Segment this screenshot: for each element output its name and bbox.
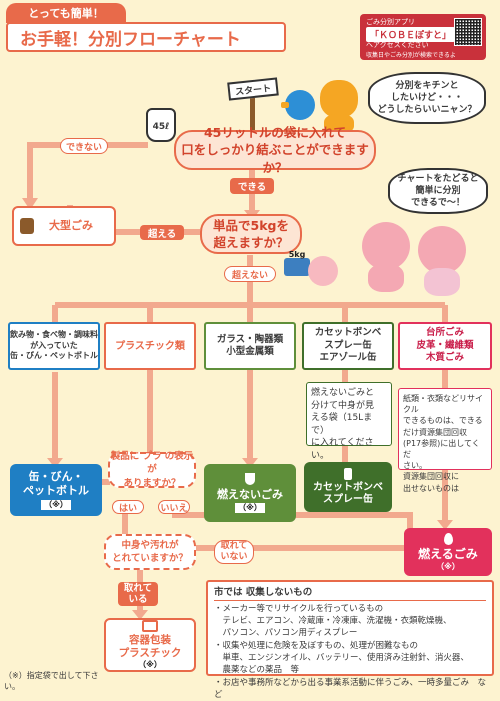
- label-exceeds: 超える: [140, 225, 184, 240]
- cat-mascot-body-icon: [324, 114, 354, 134]
- pig-mascot-left-icon: [362, 222, 410, 270]
- start-sign: スタート: [227, 77, 279, 101]
- note-recycle-paper: 紙類・衣類などリサイクル できるものは、できる だけ資源集団回収 (P17参照)…: [398, 388, 492, 493]
- lifting-mascot-icon: [308, 256, 338, 286]
- signpost-pole: [250, 88, 255, 134]
- label-no: いいえ: [158, 500, 190, 514]
- phone-icon: [20, 218, 34, 234]
- info-line: 単車、エンジンオイル、バッテリー、使用済み注射針、消火器、: [214, 653, 469, 664]
- label-removed: 取れて いる: [118, 582, 158, 606]
- pig-speech-bubble: チャートをたどると 簡単に分別 できるで〜！: [388, 168, 488, 214]
- destination-plastic-packaging-label: 容器包装 プラスチック: [118, 633, 182, 659]
- arrowhead-burn: [437, 520, 453, 530]
- destination-large-trash-label: 大型ごみ: [49, 219, 93, 233]
- arrowhead-plastic: [132, 610, 148, 620]
- arrowhead-cans: [47, 458, 63, 468]
- pig-mascot-left-body-icon: [368, 264, 404, 292]
- header-tag: とっても簡単！: [6, 3, 126, 23]
- connector-cannot: [27, 142, 148, 200]
- destination-burnable-label: 燃えるごみ: [418, 546, 478, 561]
- flame-icon: [443, 532, 453, 545]
- question-residue-removed: 中身や汚れが とれていますか？: [104, 534, 196, 570]
- spray-can-icon: [344, 467, 352, 480]
- note-spray-can-bag: 燃えないごみと 分けて中身が見 える袋（15Lまで） に入れてください。: [306, 382, 392, 461]
- destination-spray-cans: カセットボンベ スプレー缶: [304, 462, 392, 512]
- bird-mascot-beak-icon: [281, 102, 289, 108]
- destination-non-burnable-label: 燃えないごみ: [217, 487, 283, 501]
- info-line: テレビ、エアコン、冷蔵庫・冷凍庫、洗濯機・衣類乾燥機、: [214, 616, 452, 627]
- app-promo[interactable]: ごみ分別アプリ 「ＫＯＢＥぽすと」 へアクセスください 収集日やごみ分別が検索で…: [360, 14, 486, 60]
- not-collected-info: 市では 収集しないもの ・メーカー等でリサイクルを行っているもの テレビ、エアコ…: [206, 580, 494, 700]
- app-promo-line4: 収集日やごみ分別が検索できるよ: [366, 52, 456, 59]
- not-collected-title: 市では 収集しないもの: [214, 586, 486, 601]
- weight-icon: [284, 258, 310, 276]
- destination-burnable-mark: （※）: [436, 561, 460, 571]
- start-signpost: スタート: [227, 74, 279, 134]
- destination-cans-bottles-label: 缶・びん・ ペットボトル: [23, 470, 89, 497]
- cat-speech-bubble: 分別をキチンと したいけど・・・ どうしたらいいニャン？: [368, 72, 486, 124]
- category-spray-cans: カセットボンベ スプレー缶 エアゾール缶: [302, 322, 394, 370]
- destination-cans-bottles: 缶・びん・ ペットボトル （※）: [10, 464, 102, 516]
- bag-label: 45ℓ: [152, 122, 170, 132]
- info-line: 農薬などの薬品 等: [214, 665, 300, 676]
- label-yes: はい: [112, 500, 144, 514]
- destination-non-burnable: 燃えないごみ （※）: [204, 464, 296, 522]
- wine-glass-icon: [245, 472, 255, 485]
- pla-mark-icon: [142, 620, 158, 632]
- category-plastics: プラスチック類: [104, 322, 196, 370]
- question-fits-45l-bag: 45リットルの袋に入れて 口をしっかり結ぶことができますか？: [174, 125, 376, 175]
- category-glass-metal: ガラス・陶器類 小型金属類: [204, 322, 296, 370]
- arrowhead-large: [22, 198, 38, 210]
- info-line: ・お店や事務所などから出る事業系活動に伴うごみ、一時多量ごみ など: [214, 677, 487, 700]
- weight-label: 5kg: [288, 250, 306, 259]
- question-pla-mark: 製品に プラ の表示が ありますか？: [108, 451, 196, 489]
- cat-mascot-icon: [320, 80, 358, 118]
- info-line: パソコン、パソコン用ディスプレー: [214, 628, 358, 639]
- bird-mascot-icon: [285, 90, 315, 120]
- destination-cans-bottles-mark: （※）: [41, 499, 71, 510]
- question-over-5kg: 単品で5kgを 超えますか？: [200, 214, 302, 254]
- label-can: できる: [230, 178, 274, 194]
- pig-mascot-right-dress-icon: [424, 268, 460, 296]
- destination-burnable: 燃えるごみ （※）: [404, 528, 492, 576]
- destination-spray-cans-label: カセットボンベ スプレー缶: [313, 481, 383, 506]
- label-not-removed: 取れて いない: [214, 540, 254, 564]
- destination-large-trash: 大型ごみ: [12, 206, 116, 246]
- app-promo-line3: へアクセスください: [366, 41, 429, 49]
- app-promo-line1: ごみ分別アプリ: [366, 18, 415, 26]
- destination-plastic-packaging-mark: （※）: [138, 660, 162, 669]
- pig-mascot-right-icon: [418, 226, 466, 274]
- footnote: （※）指定袋で出して下さい。: [4, 671, 99, 691]
- app-name: 「ＫＯＢＥぽすと」: [366, 27, 456, 42]
- destination-plastic-packaging: 容器包装 プラスチック （※）: [104, 618, 196, 672]
- category-kitchen-leather-wood: 台所ごみ 皮革・繊維類 木質ごみ: [398, 322, 492, 370]
- label-cannot: できない: [60, 138, 108, 154]
- destination-non-burnable-mark: （※）: [235, 503, 265, 514]
- category-drink-containers: 飲み物・食べ物・調味料 が入っていた 缶・びん・ペットボトル: [8, 322, 100, 370]
- info-line: ・収集や処理に危険を及ぼすもの、処理が困難なもの: [214, 640, 419, 651]
- page-title: お手軽！分別フローチャート: [6, 22, 286, 52]
- arrowhead-nonburn: [242, 458, 258, 468]
- label-not-exceed: 超えない: [224, 266, 276, 282]
- qr-code-icon[interactable]: [454, 18, 482, 46]
- bag-icon: [146, 108, 176, 142]
- info-line: ・メーカー等でリサイクルを行っているもの: [214, 603, 384, 614]
